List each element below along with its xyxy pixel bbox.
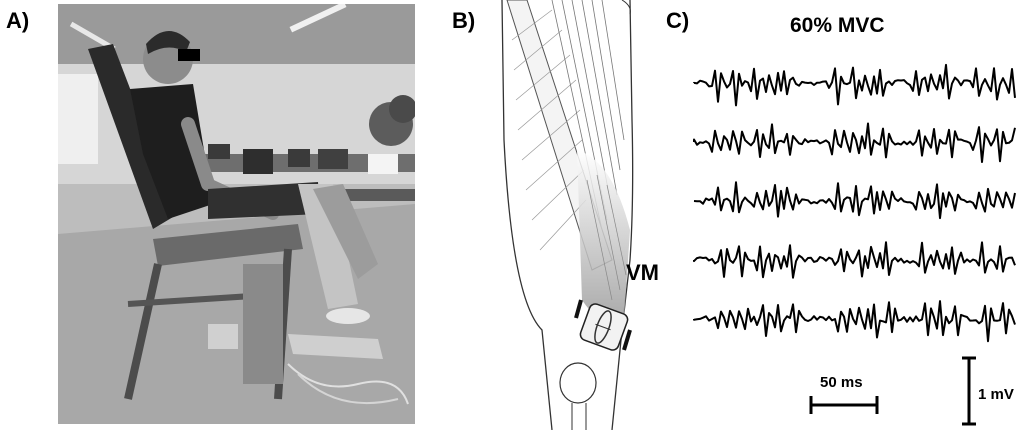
emg-trace [693, 63, 1016, 107]
panel-a-label: A) [6, 8, 30, 33]
emg-traces [693, 63, 1016, 426]
muscle-label: VM [626, 260, 659, 285]
emg-title: 60% MVC [790, 14, 885, 37]
electrode-array-icon [574, 299, 632, 351]
emg-trace [693, 300, 1016, 343]
emg-trace [693, 181, 1016, 220]
thigh-anatomy-diagram [492, 0, 642, 431]
panel-c-label: C) [666, 8, 690, 33]
thigh-anatomy-drawing [501, 0, 634, 431]
subject-photo-drawing [58, 4, 415, 424]
panel-b-label: B) [452, 8, 476, 33]
emg-trace [693, 241, 1016, 279]
subject-photo [58, 4, 415, 424]
emg-trace [693, 122, 1016, 163]
time-scale-label: 50 ms [820, 374, 863, 391]
amplitude-scale-label: 1 mV [978, 386, 1014, 403]
